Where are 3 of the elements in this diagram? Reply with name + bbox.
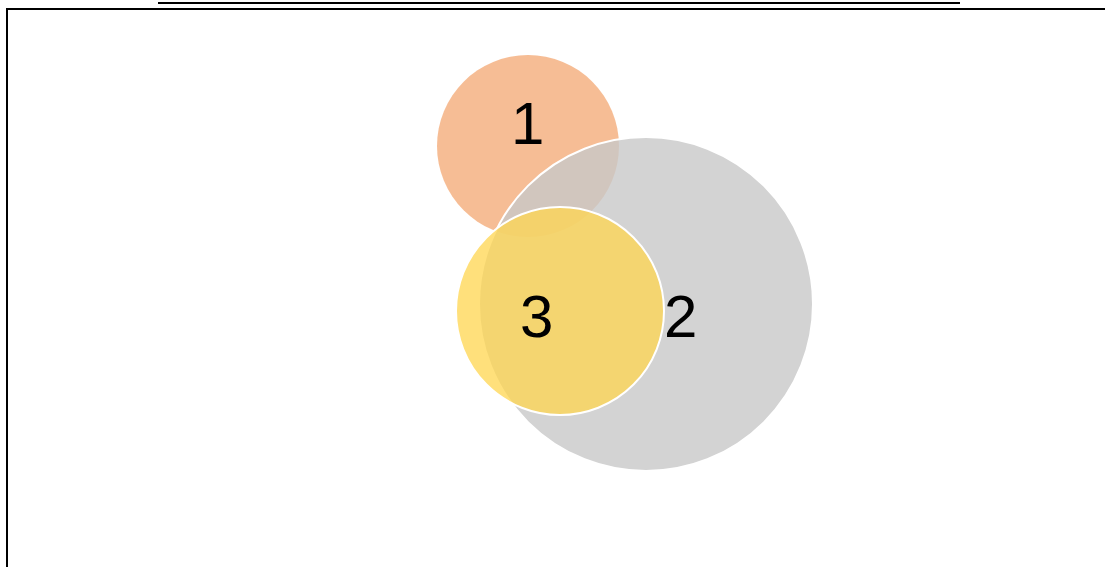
set-number: 2	[664, 287, 698, 347]
set-number: 3	[520, 287, 554, 347]
set-number: 1	[511, 94, 545, 154]
